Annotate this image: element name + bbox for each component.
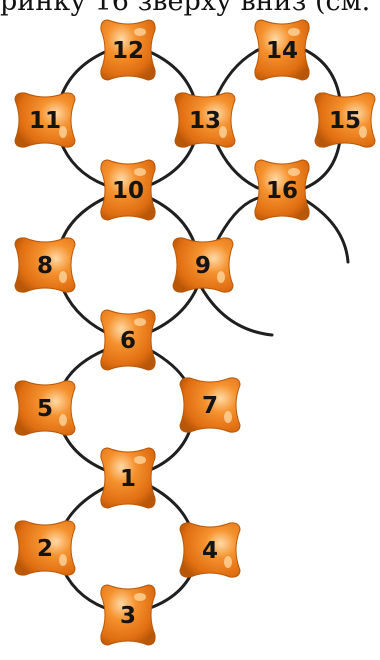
bead-label-15: 15 [329, 108, 361, 134]
bead-label-11: 11 [29, 108, 61, 134]
thread-arc [303, 138, 342, 190]
bead-label-3: 3 [120, 603, 136, 629]
bead-highlight [59, 126, 67, 138]
bead-highlight [224, 411, 232, 423]
bead-1 [100, 447, 156, 509]
bead-label-8: 8 [37, 253, 53, 279]
bead-13 [174, 92, 236, 148]
bead-highlight [59, 271, 67, 283]
thread-arc [148, 50, 197, 102]
bead-highlight [134, 168, 146, 176]
bead-11 [14, 92, 76, 148]
bead-highlight [134, 28, 146, 36]
bead-2 [14, 520, 76, 576]
bead-7 [179, 377, 241, 433]
bead-9 [172, 237, 234, 293]
bead-3 [100, 584, 156, 646]
bead-highlight [217, 271, 225, 283]
bead-highlight [288, 168, 300, 176]
thread-arc [213, 138, 260, 190]
bead-label-12: 12 [112, 38, 144, 64]
bead-label-5: 5 [37, 396, 53, 422]
bead-highlight [359, 126, 367, 138]
bead-label-13: 13 [189, 108, 221, 134]
bead-6 [100, 309, 156, 371]
bead-label-7: 7 [202, 393, 218, 419]
bead-8 [14, 237, 76, 293]
bead-highlight [288, 28, 300, 36]
bead-label-16: 16 [266, 178, 298, 204]
thread-arc [148, 138, 197, 187]
bead-10 [100, 159, 156, 221]
bead-5 [14, 380, 76, 436]
bead-label-14: 14 [266, 38, 298, 64]
bead-highlight [134, 318, 146, 326]
thread-arc [213, 48, 260, 102]
bead-label-4: 4 [202, 538, 218, 564]
thread-arc [213, 196, 260, 247]
thread-arc [303, 198, 350, 264]
bead-highlight [134, 593, 146, 601]
caption-text: ринку 16 зверху вниз (см. [0, 0, 371, 17]
bead-highlight [224, 556, 232, 568]
thread-arc [303, 48, 342, 102]
thread-arc [148, 196, 197, 247]
thread-arc [198, 283, 274, 337]
bead-label-2: 2 [37, 536, 53, 562]
bead-14 [254, 19, 310, 81]
bead-highlight [59, 414, 67, 426]
bead-highlight [219, 126, 227, 138]
bead-label-1: 1 [120, 466, 136, 492]
bead-15 [314, 92, 376, 148]
bead-16 [254, 159, 310, 221]
bead-label-9: 9 [195, 253, 211, 279]
bead-4 [179, 522, 241, 578]
bead-highlight [134, 456, 146, 464]
bead-highlight [59, 554, 67, 566]
bead-12 [100, 19, 156, 81]
bead-label-10: 10 [112, 178, 144, 204]
bead-label-6: 6 [120, 328, 136, 354]
